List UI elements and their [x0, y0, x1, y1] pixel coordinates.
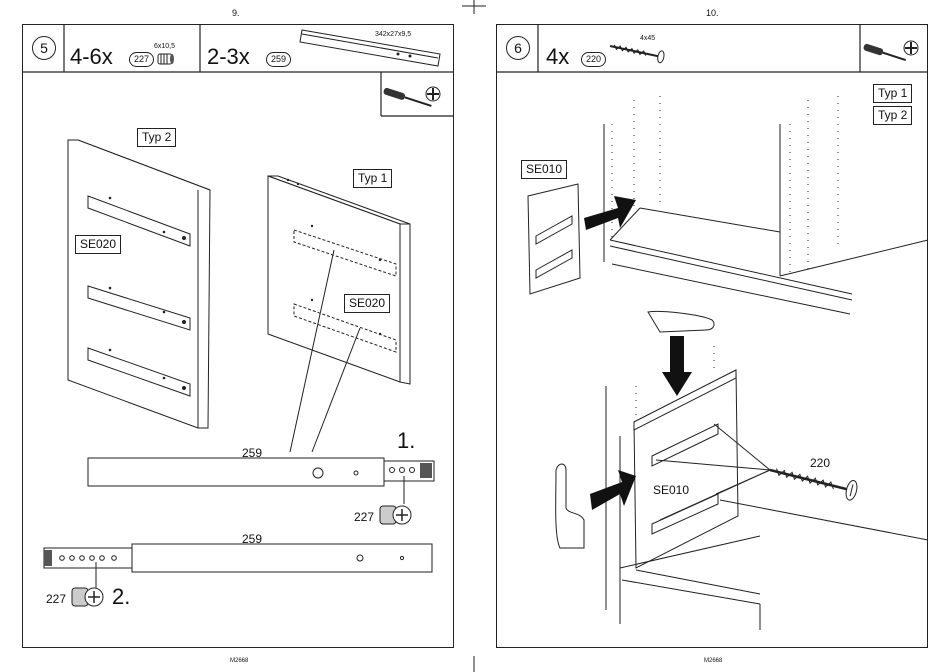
footer-code-right: M2668	[704, 658, 722, 664]
label-se010-bottom: SE010	[653, 483, 689, 497]
label-screw-220: 220	[810, 456, 830, 470]
pointing-hand-icon	[648, 311, 714, 332]
